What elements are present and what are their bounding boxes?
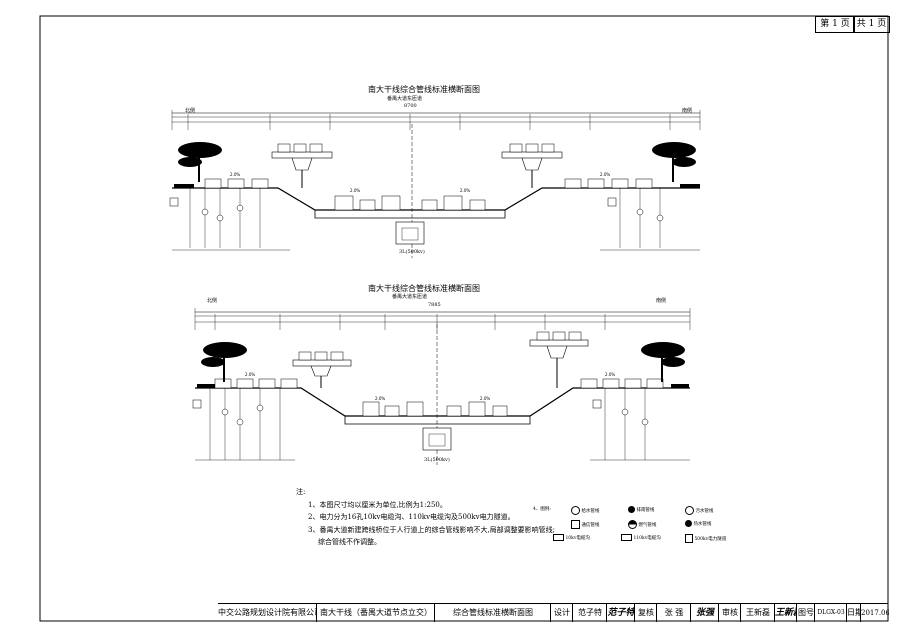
top-section-subtitle: 番禺大道东匝道: [387, 96, 423, 102]
cable-10kv-icon: [553, 534, 564, 541]
checker-name: 张 强: [656, 604, 691, 622]
legend-item: 110kv电缆沟: [633, 536, 661, 541]
legend: 4、图例: 给水管线 排雨管线 污水管线 通信管线 燃气管线 热水管线 10kv…: [533, 506, 748, 544]
gas-icon: [628, 520, 637, 529]
water-supply-icon: [571, 506, 580, 515]
top-right-side: 南侧: [682, 108, 693, 114]
drawing-no-label: 图号: [796, 604, 815, 622]
top-tunnel-label: 3L(500kv): [399, 249, 425, 255]
cable-110kv-icon: [621, 534, 632, 541]
project-name: 南大干线（番禺大道节点立交）: [316, 604, 435, 622]
svg-text:2.0%: 2.0%: [245, 372, 255, 377]
designer-name: 范子特: [572, 604, 607, 622]
drawing-name: 综合管线标准横断面图: [434, 604, 551, 622]
company-name: 中交公路规划设计院有限公司: [218, 608, 316, 617]
drawing-no: DLGX-03: [814, 604, 847, 622]
bottom-cross-section: 2.0% 2.0% 2.0% 2.0%: [192, 308, 691, 465]
legend-item: 给水管线: [581, 509, 600, 514]
date-label: 日期: [846, 604, 861, 622]
bottom-section-subtitle: 番禺大道东匝道: [392, 294, 428, 300]
bottom-width-total: 7885: [428, 302, 441, 308]
top-left-side: 北侧: [185, 108, 196, 114]
design-label: 设计: [550, 604, 573, 622]
notes-heading: 注:: [296, 488, 306, 496]
legend-item: 热水管线: [693, 522, 712, 527]
sewage-icon: [685, 506, 694, 515]
note-item: 1、本图尺寸均以厘米为单位,比例为1:250。: [308, 500, 447, 509]
legend-item: 10kv电缆沟: [565, 536, 590, 541]
storm-drain-icon: [628, 506, 635, 513]
telecom-icon: [571, 520, 580, 529]
date-value: 2017.06: [860, 604, 889, 622]
check-label: 复核: [634, 604, 657, 622]
note-item: 3、番禺大道新建跨线桥位于人行道上的综合管线影响不大,局部调整要影响管线;: [308, 525, 556, 534]
svg-text:2.0%: 2.0%: [350, 188, 360, 193]
svg-text:2.0%: 2.0%: [230, 172, 240, 177]
legend-item: 燃气管线: [638, 523, 657, 528]
legend-item: 污水管线: [695, 509, 714, 514]
reviewer-name: 王新磊: [740, 604, 775, 622]
top-cross-section: 2.0% 2.0% 2.0% 2.0%: [169, 110, 701, 258]
legend-item: 通信管线: [581, 523, 600, 528]
page-total: 共 1 页: [853, 16, 890, 33]
legend-heading: 4、图例:: [533, 507, 551, 512]
svg-text:2.0%: 2.0%: [600, 172, 610, 177]
bottom-right-side: 南侧: [656, 298, 667, 304]
svg-text:2.0%: 2.0%: [605, 372, 615, 377]
note-item: 综合管线不作调整。: [318, 538, 381, 546]
svg-text:2.0%: 2.0%: [480, 396, 490, 401]
checker-signature: 张强: [690, 604, 719, 622]
legend-item: 500kv电力隧道: [694, 537, 727, 542]
title-block: 中交公路规划设计院有限公司 南大干线（番禺大道节点立交） 综合管线标准横断面图 …: [218, 603, 889, 622]
tunnel-500kv-icon: [685, 534, 693, 543]
designer-signature: 范子特: [606, 604, 635, 622]
review-label: 审核: [718, 604, 741, 622]
top-width-total: 8700: [404, 103, 417, 109]
reviewer-signature: 王新磊: [774, 604, 797, 622]
page-current: 第 1 页: [815, 16, 855, 33]
hot-water-icon: [685, 520, 692, 527]
note-item: 2、电力分为16孔10kv电缆沟、110kv电缆沟及500kv电力隧道。: [308, 513, 515, 521]
svg-text:2.0%: 2.0%: [460, 188, 470, 193]
legend-item: 排雨管线: [636, 508, 655, 513]
bottom-section-title: 南大干线综合管线标准横断面图: [368, 284, 480, 293]
bottom-left-side: 北侧: [207, 298, 218, 304]
svg-text:2.0%: 2.0%: [375, 396, 385, 401]
bottom-tunnel-label: 3L(500kv): [424, 457, 450, 463]
top-section-title: 南大干线综合管线标准横断面图: [368, 85, 480, 94]
notes: 注: 1、本图尺寸均以厘米为单位,比例为1:250。 2、电力分为16孔10kv…: [296, 486, 555, 549]
